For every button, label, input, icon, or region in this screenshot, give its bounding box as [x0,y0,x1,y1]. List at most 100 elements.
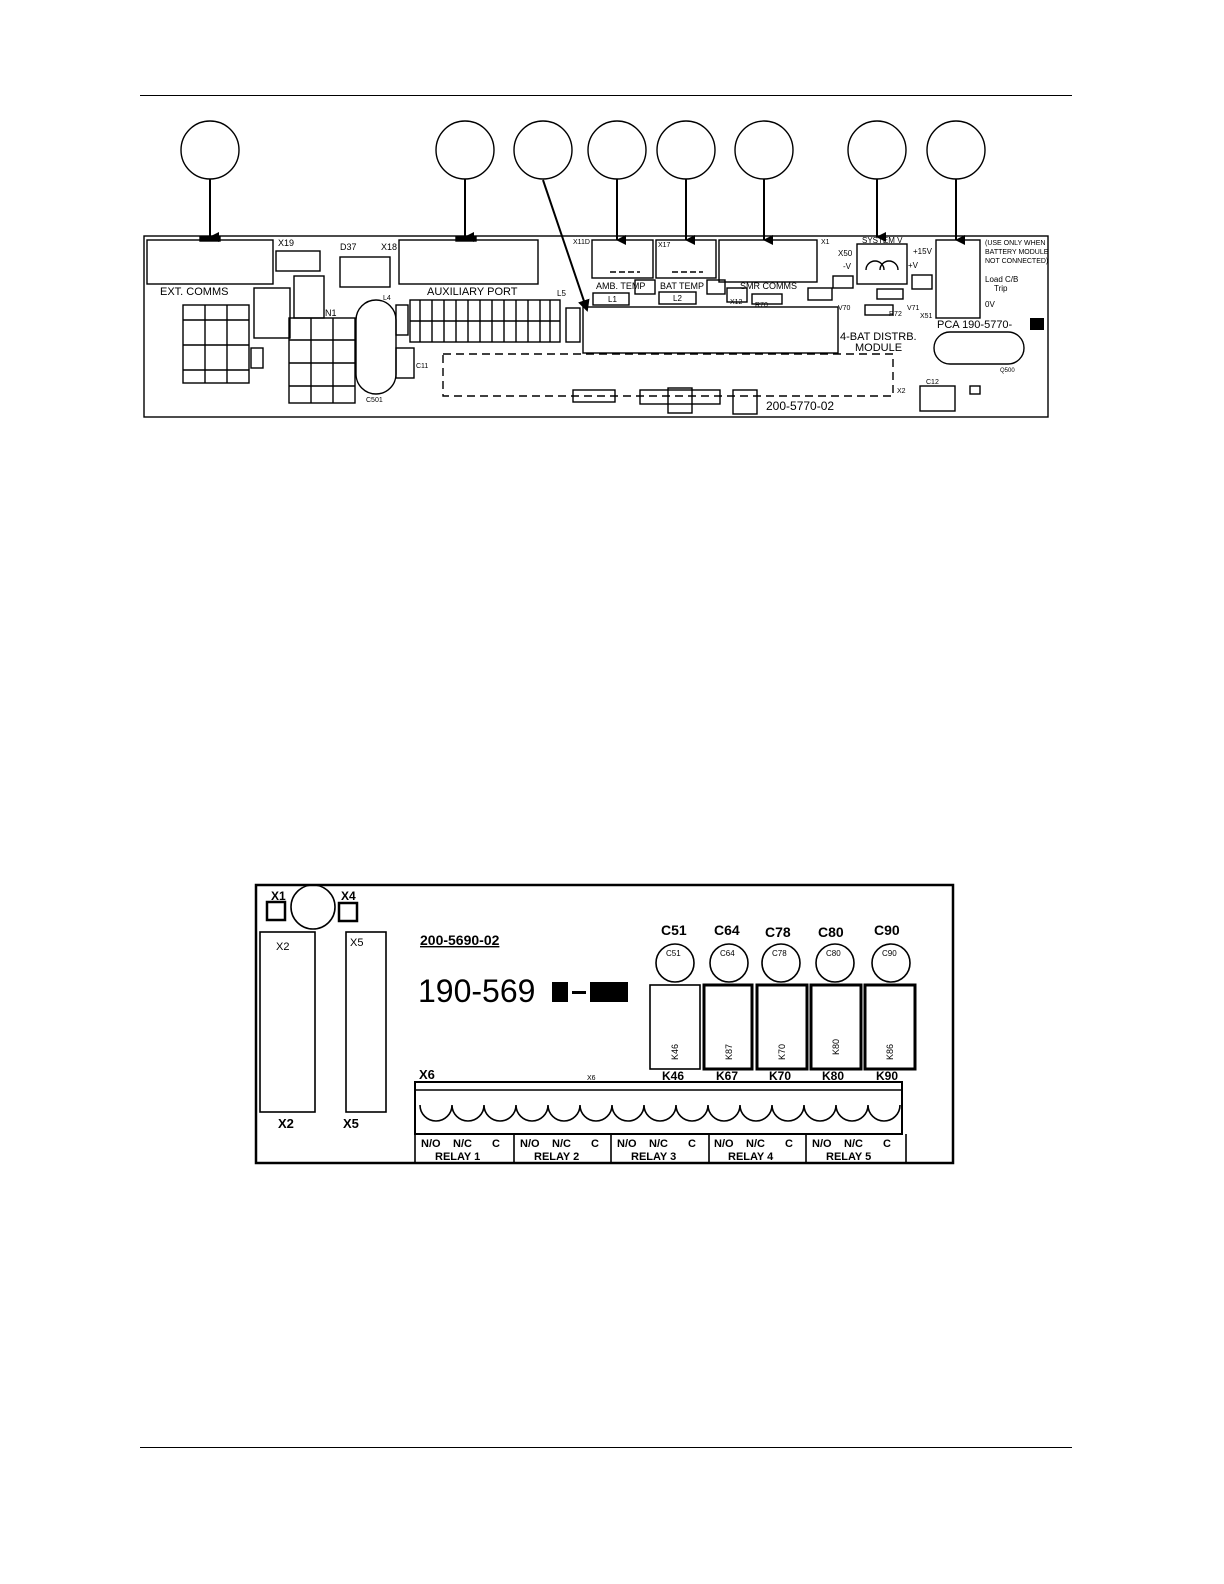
relay-4-group: N/O N/C C RELAY 4 [714,1138,793,1163]
relay-k70 [755,983,809,1071]
ext-comms-connector [146,239,274,285]
c501-label: C501 [366,397,383,404]
aux-port-connector [398,239,539,285]
n1-component-grid [288,317,356,404]
relay-1-label: RELAY 1 [435,1151,480,1163]
board-1 [143,120,1049,418]
c64-capacitor [709,943,749,983]
relay-5-c: C [883,1138,891,1150]
v70-label: V70 [838,305,851,312]
relay-3-c: C [688,1138,696,1150]
l5-label: L5 [557,289,566,298]
relay-2-label: RELAY 2 [534,1151,579,1163]
x51-label: X51 [920,313,933,320]
x2-inner-label: X2 [276,941,289,953]
relay-3-label: RELAY 3 [631,1151,676,1163]
k90-inner-label: K86 [885,1044,895,1060]
bottom-rule [140,1447,1072,1448]
relay-1-no: N/O [421,1138,441,1150]
l1-label: L1 [608,295,617,304]
relay-k67 [702,983,754,1071]
note-line-1: (USE ONLY WHEN [985,240,1045,247]
top-electrolytic-capacitor [290,884,336,930]
x5-inner-label: X5 [350,937,363,949]
k67-label: K67 [716,1069,738,1083]
c90-capacitor [871,943,911,983]
c80-capacitor [815,943,855,983]
n1-label: N1 [325,308,337,318]
x2-module [259,931,316,1113]
x12-label: X12 [730,299,743,306]
part-no-label: 200-5770-02 [766,399,834,413]
note-line-2: BATTERY MODULE [985,249,1049,256]
callout-5 [656,120,716,180]
x6-small-label: X6 [587,1075,596,1082]
plus-v-label: +V [908,261,919,270]
relay-2-nc: N/C [552,1138,571,1150]
pca-redaction-block [1030,318,1044,330]
callout-2 [435,120,495,180]
bat-module-label-1: 4-BAT DISTRB. [840,331,917,343]
terminal-scallops [419,1104,901,1122]
bat-module-label-2: MODULE [855,342,902,354]
c78-inner-label: C78 [772,949,787,958]
c11-label: C11 [416,363,428,370]
c64-label: C64 [714,922,740,938]
relay-5-no: N/O [812,1138,832,1150]
relay-2-c: C [591,1138,599,1150]
terminal-block [414,1081,903,1135]
relay-terminal-labels: N/O N/C C RELAY 1 N/O N/C C RELAY 2 N/O … [421,1138,891,1163]
callout-arrows [209,179,965,312]
amb-temp-connector [591,239,654,279]
callout-6 [734,120,794,180]
left-component-grid [182,304,264,384]
bat-distrb-module [582,306,839,354]
relay-k46 [649,984,701,1070]
callout-3 [513,120,573,180]
k67-inner-label: K87 [724,1044,734,1060]
board-2-labels: X1 X4 X2 X5 X2 X5 200-5690-02 190-569 C5… [271,889,900,1131]
c80-inner-label: C80 [826,949,841,958]
bat-temp-label: BAT TEMP [660,281,704,291]
r70-label: R70 [755,302,768,309]
r72-label: R72 [889,311,902,318]
ext-comms-label: EXT. COMMS [160,286,228,298]
smr-comms-connector [718,239,818,283]
part-no-label: 200-5690-02 [420,932,500,948]
board-1-labels: X19 EXT. COMMS D37 X18 AUXILIARY PORT N1… [160,236,1049,413]
x6-label: X6 [419,1067,435,1082]
k90-label: K90 [876,1069,898,1083]
board-2-outline [254,883,955,1165]
x19-label: X19 [278,238,294,248]
relay-4-nc: N/C [746,1138,765,1150]
c51-capacitor [655,943,695,983]
relay-4-c: C [785,1138,793,1150]
top-rule [140,95,1072,96]
system-v-connector [856,243,908,285]
l4-label: L4 [383,295,391,302]
d37-label: D37 [340,242,357,252]
x4-label: X4 [341,889,356,903]
c64-inner-label: C64 [720,949,735,958]
pca-redaction-block-1 [552,982,568,1002]
aux-port-label: AUXILIARY PORT [427,286,518,298]
relay-k90 [863,983,917,1071]
load-trip-connector [935,239,981,319]
callout-8 [926,120,986,180]
q500-label: Q500 [1000,368,1015,374]
x2-label: X2 [897,388,906,395]
zero-v-label: 0V [985,300,995,309]
relay-4-no: N/O [714,1138,734,1150]
relay-5-nc: N/C [844,1138,863,1150]
relay-1-nc: N/C [453,1138,472,1150]
relay-1-c: C [492,1138,500,1150]
callouts [180,120,986,180]
x1-label: X1 [271,889,286,903]
pca-dash [572,991,586,994]
relay-2-group: N/O N/C C RELAY 2 [520,1138,599,1163]
relay-2-no: N/O [520,1138,540,1150]
relay-k80 [809,983,863,1071]
c78-capacitor [761,943,801,983]
relay-3-no: N/O [617,1138,637,1150]
